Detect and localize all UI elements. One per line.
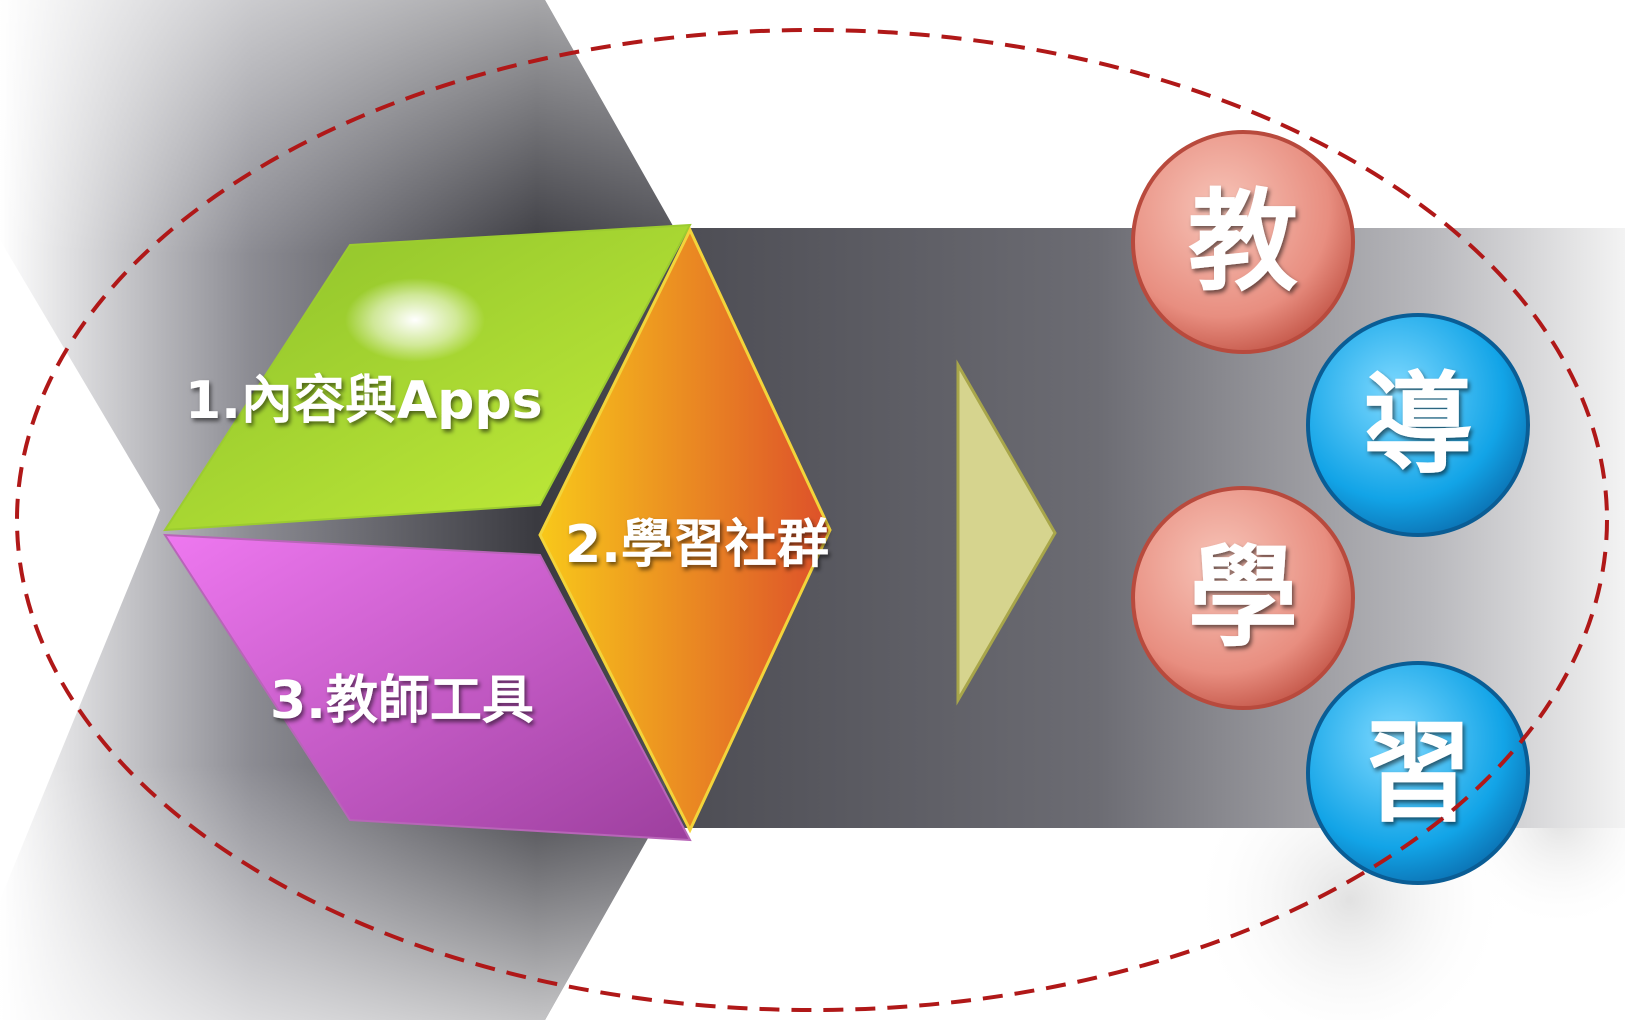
outcome-char-practice: 習 (1363, 709, 1473, 837)
segment-learning-community (538, 226, 832, 834)
glint-highlight (345, 278, 485, 362)
segment-teacher-tools (163, 533, 692, 842)
outcome-char-guide: 導 (1363, 361, 1473, 489)
dashed-ellipse (15, 28, 1609, 1012)
label-learning-community: 2.學習社群 (565, 515, 829, 575)
outcome-ball-practice: 習 (1306, 661, 1530, 885)
outcome-char-teach: 教 (1188, 178, 1298, 306)
outcome-char-learn: 學 (1188, 534, 1298, 662)
outcome-ball-guide: 導 (1306, 313, 1530, 537)
outcome-ball-learn: 學 (1131, 486, 1355, 710)
arrow-triangle (956, 359, 1057, 706)
outcome-list: 教 導 學 習 (1131, 130, 1530, 885)
outcome-ball-teach: 教 (1131, 130, 1355, 354)
cube-diagram (163, 223, 832, 842)
label-content-apps: 1.內容與Apps (185, 371, 543, 431)
label-teacher-tools: 3.教師工具 (270, 671, 534, 731)
segment-content-apps (163, 223, 692, 532)
